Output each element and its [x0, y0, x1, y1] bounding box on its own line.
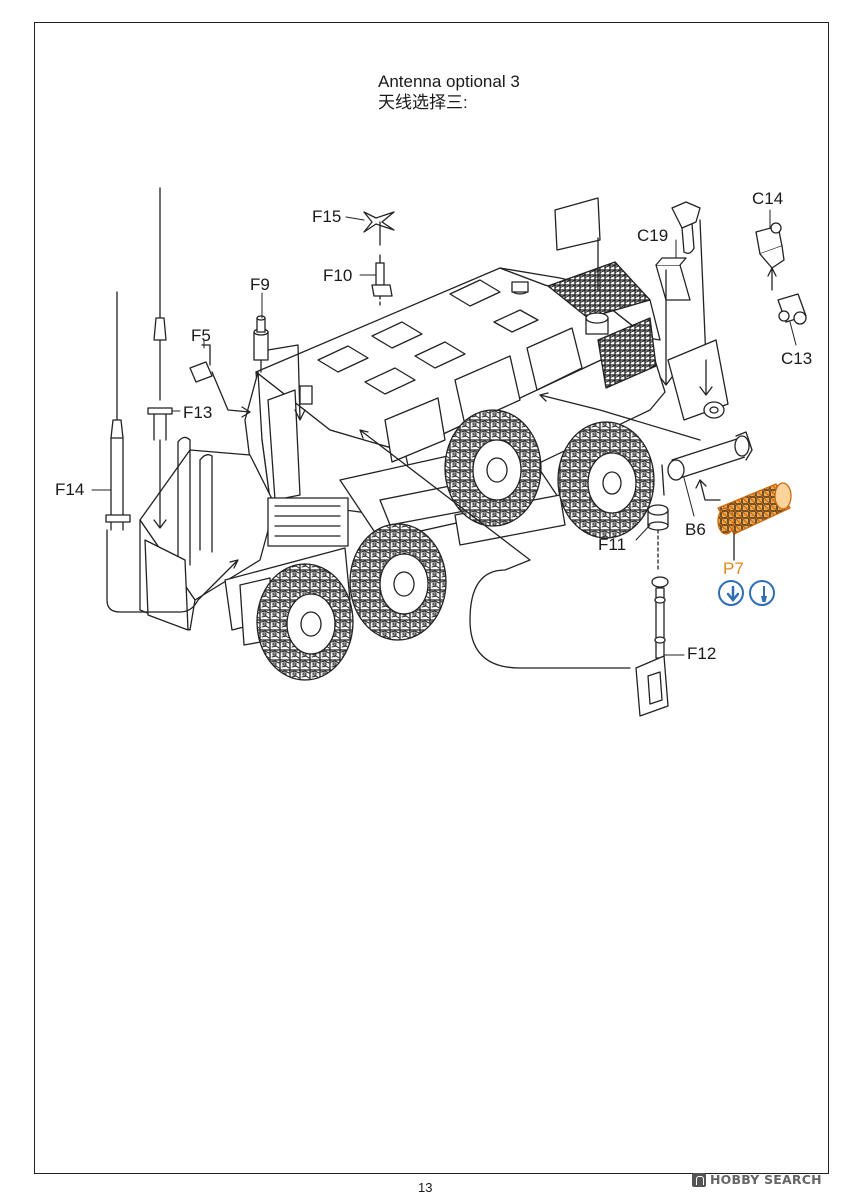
- wheels: [256, 409, 655, 681]
- part-b6: [661, 431, 753, 496]
- label-f14: F14: [55, 480, 85, 499]
- rear-sign-box: [554, 197, 601, 251]
- rear-grille: [547, 261, 651, 319]
- label-f12: F12: [687, 644, 717, 663]
- part-f15: [363, 211, 395, 246]
- arrow-down-icon: [718, 580, 744, 606]
- label-c19: C19: [637, 226, 669, 245]
- label-f13: F13: [183, 403, 213, 422]
- label-f15: F15: [312, 207, 342, 226]
- side-windows: [267, 327, 583, 501]
- label-f11: F11: [598, 535, 627, 554]
- part-f12: [635, 576, 669, 717]
- watermark-text: HOBBY SEARCH: [710, 1172, 822, 1187]
- part-f10: [371, 254, 393, 297]
- part-f14: [105, 291, 131, 531]
- label-c13: C13: [781, 349, 813, 368]
- bag-icon: [692, 1173, 706, 1187]
- part-f9: [253, 315, 269, 373]
- label-p7: P7: [723, 559, 744, 578]
- brush-guard: [177, 436, 349, 566]
- step-title: Antenna optional 3 天线选择三:: [378, 71, 520, 113]
- instruction-icons: [718, 580, 778, 608]
- leader-lines: [91, 209, 797, 656]
- part-f13: [147, 187, 173, 441]
- part-c19: [655, 257, 691, 301]
- label-f5: F5: [191, 326, 211, 345]
- part-c14: [755, 222, 785, 269]
- part-p7: [717, 482, 792, 535]
- title-chinese: 天线选择三:: [378, 93, 468, 112]
- roof-hatches: [317, 279, 539, 395]
- label-f10: F10: [323, 266, 353, 285]
- paint-brush-icon: [749, 580, 775, 606]
- part-f11: [647, 504, 669, 531]
- part-f5: [189, 344, 213, 383]
- page-frame: [34, 22, 829, 1174]
- watermark: HOBBY SEARCH: [692, 1172, 842, 1190]
- label-b6: B6: [685, 520, 706, 539]
- page-number: 13: [418, 1180, 433, 1195]
- part-antenna-mast: [667, 201, 729, 421]
- label-f9: F9: [250, 275, 270, 294]
- part-c13: [777, 293, 807, 325]
- title-english: Antenna optional 3: [378, 72, 520, 91]
- label-c14: C14: [752, 189, 784, 208]
